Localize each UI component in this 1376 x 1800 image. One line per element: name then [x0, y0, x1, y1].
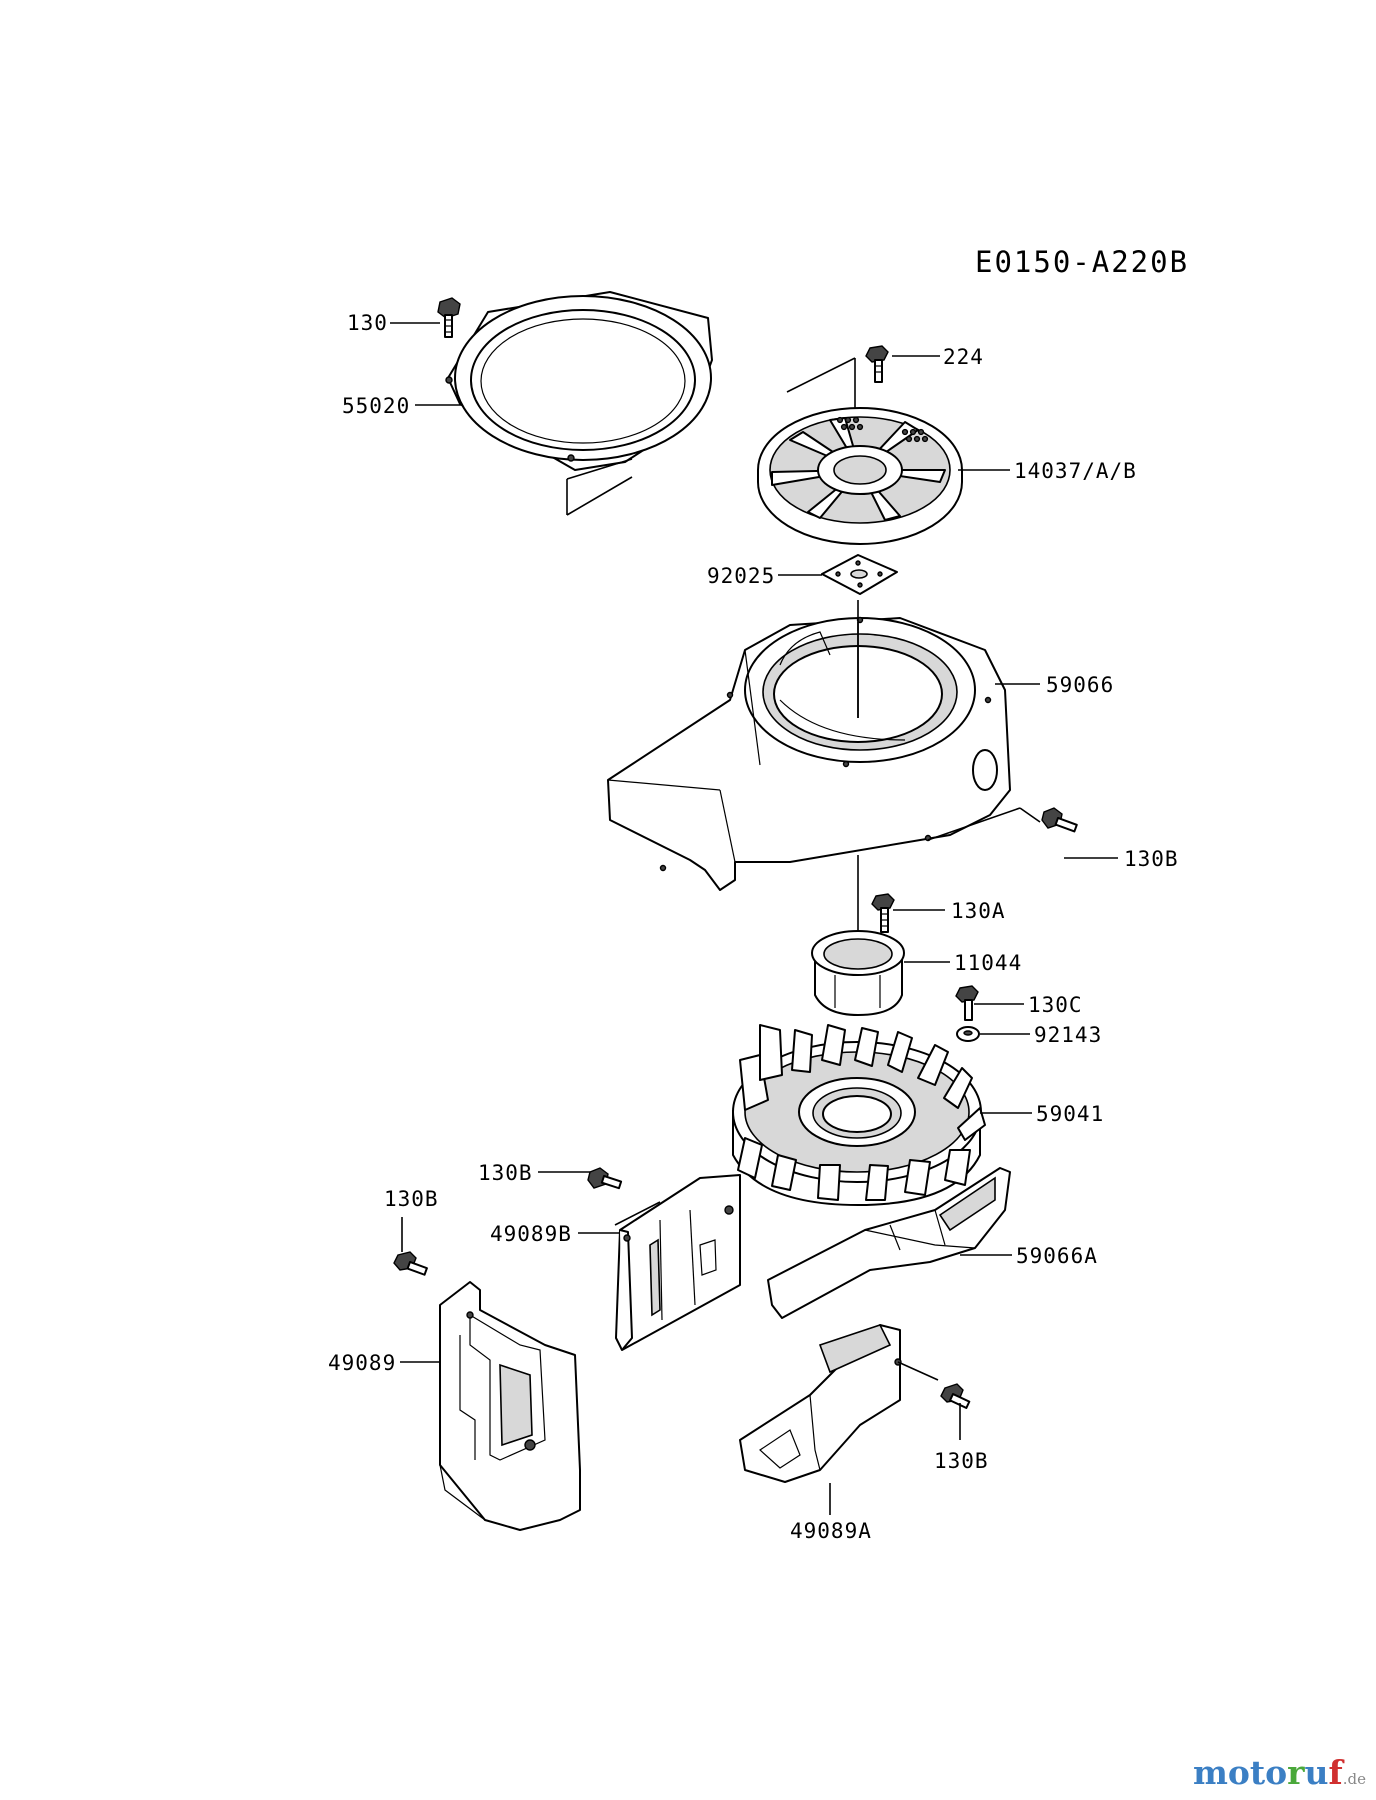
part-59066A-baffle: [767, 1167, 1011, 1319]
label-92025: 92025: [707, 564, 775, 588]
label-49089B: 49089B: [490, 1222, 572, 1246]
label-130B-right: 130B: [1124, 847, 1179, 871]
part-130A-bolt: [871, 893, 895, 933]
watermark-logo: motoruf.de: [1193, 1753, 1366, 1792]
part-130B-bolt-mid: [587, 1167, 623, 1190]
label-130B-left: 130B: [384, 1187, 439, 1211]
label-130B-bottom: 130B: [934, 1449, 989, 1473]
watermark-text-a: moto: [1192, 1753, 1288, 1792]
watermark-suffix: .de: [1342, 1770, 1366, 1788]
label-224: 224: [943, 345, 984, 369]
part-49089-shield: [439, 1281, 581, 1531]
label-92143: 92143: [1034, 1023, 1102, 1047]
watermark-text-d: f: [1328, 1753, 1343, 1792]
part-130B-bolt-bottom: [940, 1383, 971, 1409]
part-14037-fan-cover: [757, 357, 963, 545]
watermark-text-c: u: [1304, 1753, 1329, 1792]
part-59066-blower-housing: [607, 600, 1041, 891]
part-130B-bolt-right: [1041, 807, 1078, 833]
label-59066A: 59066A: [1016, 1244, 1098, 1268]
part-224-bolt: [865, 345, 889, 383]
part-55020-shroud-ring: [445, 291, 713, 516]
label-49089A: 49089A: [790, 1519, 872, 1543]
watermark-text-b: r: [1287, 1753, 1305, 1792]
part-11044-pulley: [811, 855, 905, 1016]
label-14037-a-b: 14037/A/B: [1014, 459, 1137, 483]
label-59066: 59066: [1046, 673, 1114, 697]
part-59041-flywheel: [732, 1024, 986, 1206]
part-130-bolt: [437, 297, 461, 338]
label-130A: 130A: [951, 899, 1006, 923]
label-130C: 130C: [1028, 993, 1083, 1017]
label-130: 130: [347, 311, 388, 335]
part-92143-washer: [956, 1026, 980, 1042]
diagram-code: E0150-A220B: [975, 245, 1189, 279]
label-130B-mid: 130B: [478, 1161, 533, 1185]
label-49089: 49089: [328, 1351, 396, 1375]
part-92025-plate: [821, 554, 898, 595]
part-130B-bolt-left: [393, 1251, 428, 1276]
label-11044: 11044: [954, 951, 1022, 975]
part-labels: 130 55020 224 14037/A/B 92025 59066 130B…: [328, 311, 1179, 1543]
part-130C-bolt: [955, 985, 979, 1021]
leader-lines: [390, 322, 1118, 1515]
part-49089A-cover: [739, 1324, 939, 1483]
part-49089B-plate: [614, 1174, 741, 1351]
label-59041: 59041: [1036, 1102, 1104, 1126]
label-55020: 55020: [342, 394, 410, 418]
